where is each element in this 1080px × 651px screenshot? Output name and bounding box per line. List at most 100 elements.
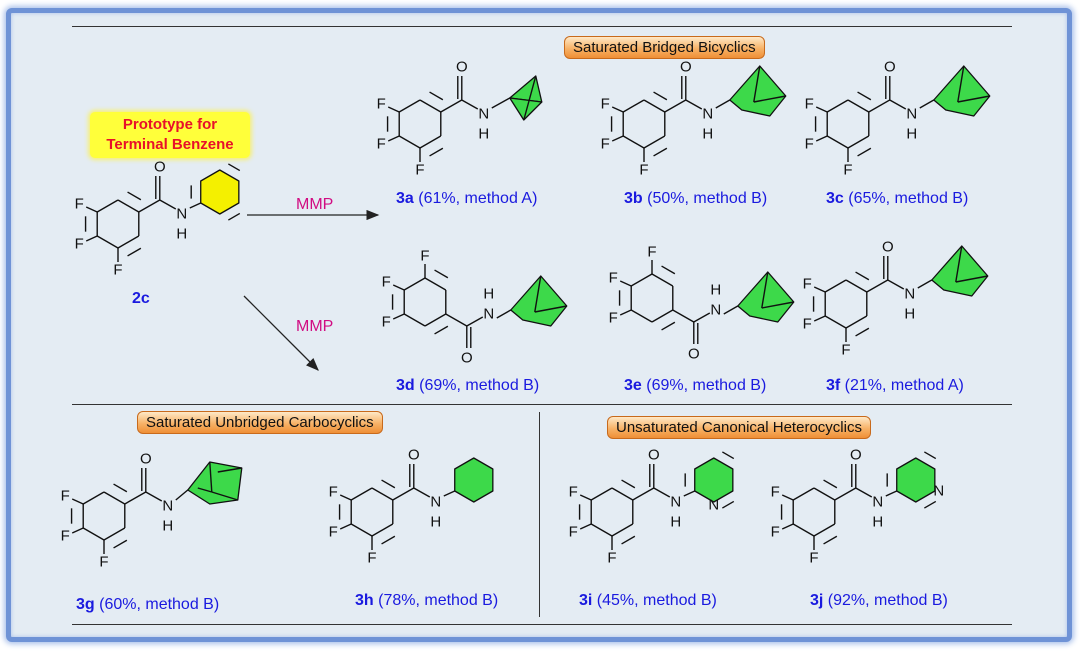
ring-double-bond: [855, 327, 870, 337]
ring-bond: [792, 487, 815, 501]
fluorine-atom: F: [771, 484, 780, 501]
oxygen-atom: O: [461, 350, 473, 367]
c-n-bond: [413, 487, 431, 498]
fluorine-atom: F: [647, 244, 656, 261]
norbornylmethyl-fragment: [737, 271, 795, 323]
fluorine-atom: F: [609, 270, 618, 287]
hydrogen-atom: H: [176, 226, 187, 243]
compound-detail: (69%, method B): [641, 377, 767, 394]
ring-double-bond: [228, 212, 241, 221]
fluorine-atom: F: [382, 314, 391, 331]
c-f-bond: [815, 135, 828, 142]
hydrogen-atom: H: [710, 282, 721, 299]
ring-bond: [403, 277, 426, 291]
oxygen-atom: O: [688, 346, 700, 363]
c-f-bond: [387, 135, 400, 142]
hydrogen-atom: H: [483, 286, 494, 303]
ring-bond: [611, 523, 634, 537]
c-f-bond: [813, 315, 826, 322]
ring-double-bond: [429, 91, 444, 101]
hydrogen-atom: H: [872, 514, 883, 531]
nitrogen-atom: N: [710, 302, 721, 319]
ring-double-bond: [823, 479, 838, 489]
section-badge-heterocyclic: Unsaturated Canonical Heterocyclics: [607, 416, 871, 439]
compound-id: 3a: [396, 190, 414, 207]
ring-bond: [651, 309, 674, 323]
ring-bond: [826, 135, 849, 149]
ring-bond: [590, 523, 613, 537]
compound-label-3i: 3i (45%, method B): [579, 592, 717, 610]
benzene-fragment: [200, 169, 240, 215]
cage-bond: [217, 467, 242, 473]
ring-bond: [96, 199, 119, 213]
fluorine-atom: F: [367, 550, 376, 567]
bridge-bond: [761, 301, 794, 309]
compound-label-3j: 3j (92%, method B): [810, 592, 948, 610]
c-f-bond: [611, 135, 624, 142]
hydrogen-atom: H: [430, 514, 441, 531]
n-c-bond: [175, 489, 189, 501]
c-n-bond: [461, 99, 479, 110]
ring-double-bond: [661, 265, 676, 275]
ring-bond: [96, 235, 119, 249]
cyclohexyl-fragment: [454, 457, 494, 503]
fluorine-atom: F: [601, 136, 610, 153]
ring-bond: [419, 135, 442, 149]
ring-bond: [419, 99, 442, 113]
ring-double-bond: [429, 147, 444, 157]
compound-id: 3c: [826, 190, 844, 207]
bridge-bond: [753, 65, 761, 103]
bridge-bond: [534, 305, 567, 313]
bridge-bond: [523, 75, 537, 121]
fluorine-atom: F: [841, 342, 850, 359]
ring-double-bond: [855, 271, 870, 281]
fluorine-atom: F: [809, 550, 818, 567]
ring-double-bond: [228, 163, 241, 172]
oxygen-atom: O: [456, 59, 468, 76]
cubane-fragment: [187, 461, 243, 505]
c-f-bond: [71, 498, 84, 505]
oxygen-atom: O: [648, 447, 660, 464]
n-c-bond: [715, 99, 731, 109]
ring-bond: [82, 491, 105, 505]
oxygen-atom: O: [140, 451, 152, 468]
ring-bond: [117, 199, 140, 213]
c-n-bond: [889, 99, 907, 110]
ring-double-bond: [857, 147, 872, 157]
ring-double-bond: [924, 500, 937, 509]
c-c-bond: [672, 309, 695, 323]
hydrogen-atom: H: [478, 126, 489, 143]
bridge-bond: [761, 271, 769, 309]
ring-bond: [847, 135, 870, 149]
compound-label-3a: 3a (61%, method A): [396, 190, 537, 208]
c-c-bond: [868, 99, 891, 113]
ring-double-bond: [924, 451, 937, 460]
c-f-bond: [781, 523, 794, 530]
ring-double-bond: [823, 535, 838, 545]
c-n-bond: [855, 487, 873, 498]
c-n-bond: [693, 312, 711, 323]
compound-label-3h: 3h (78%, method B): [355, 592, 498, 610]
compound-detail: (45%, method B): [592, 592, 717, 609]
c-c-bond: [392, 487, 415, 501]
nitrogen-atom: N: [483, 306, 494, 323]
nitrogen-atom: N: [904, 286, 915, 303]
ring-bond: [424, 277, 447, 291]
ring-double-bond: [113, 483, 128, 493]
ring-bond: [813, 487, 836, 501]
n-c-bond: [917, 279, 933, 289]
prototype-line-1: Prototype for: [122, 116, 218, 133]
norbornane-fragment: [510, 275, 568, 327]
bridge-bond: [955, 245, 963, 283]
ring-bond: [103, 491, 126, 505]
fluorine-atom: F: [382, 274, 391, 291]
n-c-bond: [919, 99, 935, 109]
ring-bond: [350, 487, 373, 501]
fluorine-atom: F: [569, 524, 578, 541]
compound-label-3g: 3g (60%, method B): [76, 596, 219, 614]
c-f-bond: [579, 494, 592, 501]
compound-id: 2c: [132, 290, 150, 307]
fluorine-atom: F: [329, 484, 338, 501]
c-n-bond: [145, 491, 163, 502]
compound-detail: (21%, method A): [840, 377, 964, 394]
